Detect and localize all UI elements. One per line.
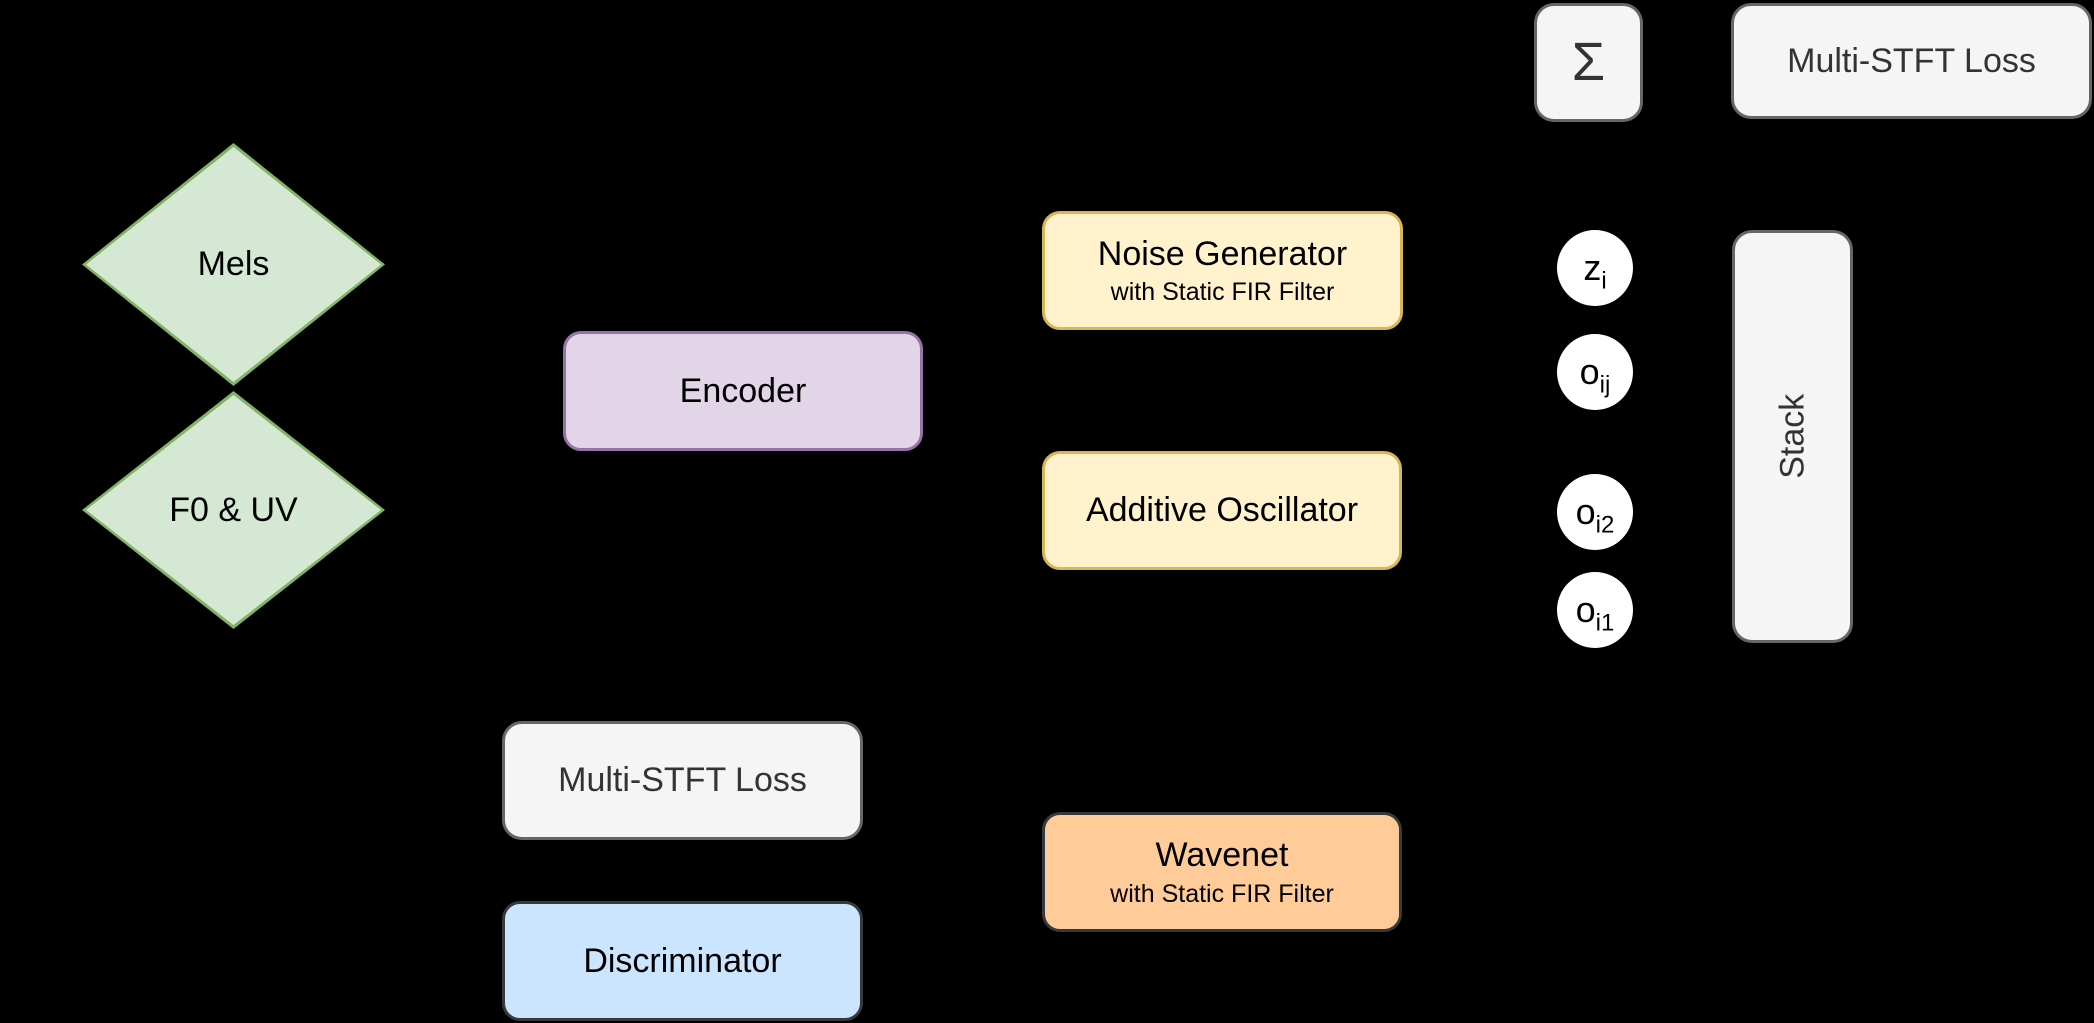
multi-stft-loss-generator-node: Multi-STFT Loss [502,721,863,840]
f0uv-label: F0 & UV [169,490,298,529]
wavenet-node: Wavenet with Static FIR Filter [1042,812,1402,932]
signal-oij-label: oij [1579,351,1611,399]
discriminator-node: Discriminator [502,901,863,1021]
stack-node: Stack [1732,230,1853,643]
f0uv-diamond: F0 & UV [82,391,385,629]
signal-oi2-node: oi2 [1557,474,1633,550]
discriminator-label: Discriminator [583,941,782,980]
mels-diamond: Mels [82,143,385,386]
mels-label: Mels [197,245,270,284]
wavenet-subtitle: with Static FIR Filter [1110,879,1334,908]
signal-oi1-node: oi1 [1557,572,1633,648]
noise-generator-subtitle: with Static FIR Filter [1110,278,1335,307]
wavenet-title: Wavenet [1155,836,1289,875]
additive-oscillator-label: Additive Oscillator [1085,491,1359,530]
signal-oi2-label: oi2 [1575,491,1615,539]
stack-label: Stack [1773,393,1812,480]
encoder-node: Encoder [563,331,923,451]
additive-oscillator-node: Additive Oscillator [1042,451,1402,570]
multi-stft-loss-generator-label: Multi-STFT Loss [558,761,807,800]
sum-node: Σ [1534,3,1643,122]
signal-oi1-label: oi1 [1575,589,1615,637]
sigma-symbol: Σ [1571,31,1606,92]
noise-generator-title: Noise Generator [1097,234,1348,273]
signal-zi-node: zi [1557,230,1633,306]
signal-oij-node: oij [1557,334,1633,410]
multi-stft-loss-final-node: Multi-STFT Loss [1731,3,2092,119]
multi-stft-loss-final-label: Multi-STFT Loss [1787,41,2036,80]
encoder-label: Encoder [679,371,807,410]
signal-zi-label: zi [1583,247,1607,295]
noise-generator-node: Noise Generator with Static FIR Filter [1042,211,1403,330]
